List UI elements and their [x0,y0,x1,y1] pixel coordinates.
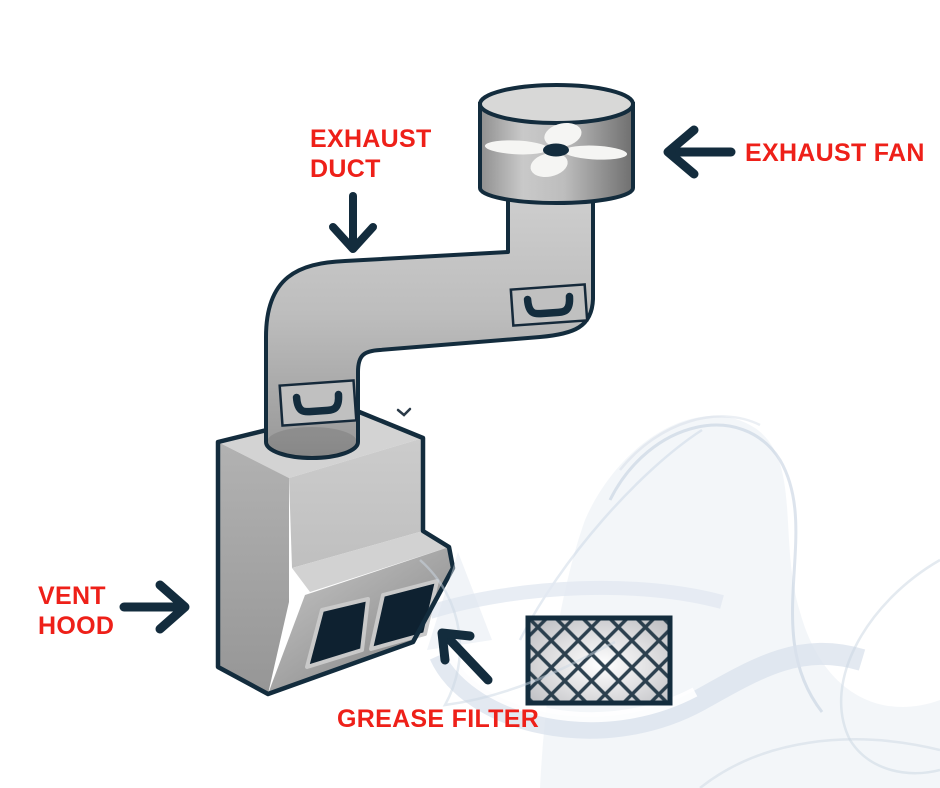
label-line: HOOD [38,612,115,640]
up-left-arrow-icon [437,628,493,685]
vent-hood-graphic [215,406,456,697]
label-line: GREASE FILTER [337,705,540,733]
fan-hub [543,143,569,157]
vent-hood-label: VENT HOOD [38,581,114,641]
label-line: VENT [38,582,106,610]
left-arrow-icon [663,125,736,179]
right-arrow-icon [119,580,190,634]
label-line: EXHAUST FAN [745,139,925,167]
hood-front-face [289,438,423,568]
fan-blades-icon [484,122,628,178]
down-arrow-icon [329,192,377,253]
exhaust-fan-graphic [478,83,635,205]
hood-canopy-top [292,531,449,592]
exhaust-duct-label: EXHAUST DUCT [310,124,432,184]
exhaust-fan-label: EXHAUST FAN [745,138,925,168]
mesh-pattern [528,618,670,703]
handle-icon [523,292,574,318]
label-line: EXHAUST [310,125,432,153]
handle-icon [292,390,343,416]
grease-filter-label: GREASE FILTER [337,704,539,734]
grease-filter-swatch [525,615,673,706]
access-panel-lower [278,379,358,427]
smoke-foreground-wisp [419,552,616,707]
exhaust-duct-graphic [264,194,595,460]
label-line: DUCT [310,155,381,183]
filter-opening-left [305,597,370,669]
fan-housing-top [478,83,635,125]
hood-left-face [218,442,289,694]
stray-tick [396,407,412,417]
access-panel-upper [509,283,589,327]
duct-base-shading [267,427,357,457]
hood-outline [215,406,456,697]
